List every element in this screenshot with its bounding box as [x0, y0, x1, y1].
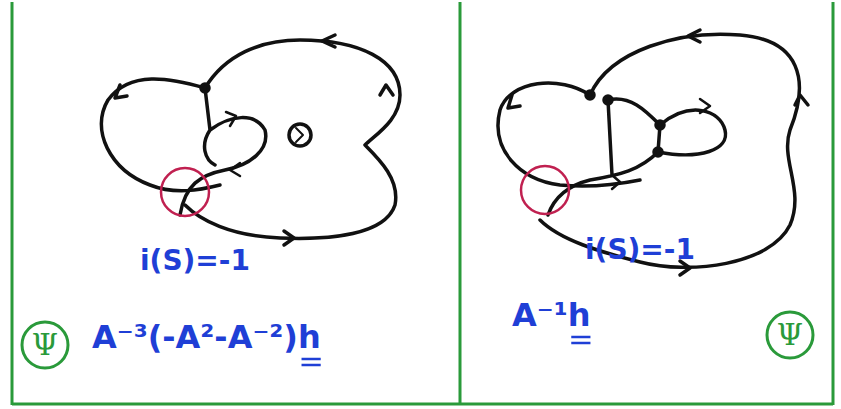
knot-strand [540, 34, 799, 267]
bracket-value: A⁻³(-A²-A⁻²)h [92, 318, 321, 356]
vertex-dot [586, 91, 594, 99]
psi-symbol: Ψ [777, 320, 803, 350]
vertex-dot [201, 84, 209, 92]
arrow-head [688, 30, 700, 42]
arrow-head [612, 175, 620, 189]
arrow-head [284, 231, 294, 245]
arrow-head [322, 35, 335, 47]
knot-strand [180, 88, 266, 215]
arrow-head [230, 163, 240, 176]
arrow-head [380, 85, 393, 95]
vertex-dot [656, 121, 664, 129]
double-underline [302, 364, 321, 367]
psi-circle: Ψ [765, 310, 815, 360]
arrow-head [226, 112, 236, 126]
double-underline [571, 336, 590, 339]
crossing-circle [161, 168, 209, 216]
double-underline [302, 358, 321, 361]
panel-border [11, 2, 14, 405]
index-label: i(S)=-1 [140, 244, 250, 277]
vertex-dot [604, 96, 612, 104]
panel-border [459, 2, 462, 405]
vertex-dot [654, 148, 662, 156]
panel-border [12, 403, 833, 406]
arrow-head [795, 95, 808, 105]
crossing-circle [521, 166, 569, 214]
arrow-head [508, 95, 520, 108]
arrow-head [115, 85, 127, 98]
small-loop [289, 124, 311, 146]
psi-symbol: Ψ [32, 330, 58, 360]
arrow-head [296, 128, 303, 142]
index-label: i(S)=-1 [585, 233, 695, 266]
psi-circle: Ψ [20, 320, 70, 370]
bracket-value: A⁻¹h [512, 296, 590, 334]
knot-strand [185, 40, 400, 238]
arrow-head [700, 99, 710, 113]
panel-border [832, 2, 835, 405]
knot-strand [548, 99, 726, 215]
double-underline [571, 342, 590, 345]
